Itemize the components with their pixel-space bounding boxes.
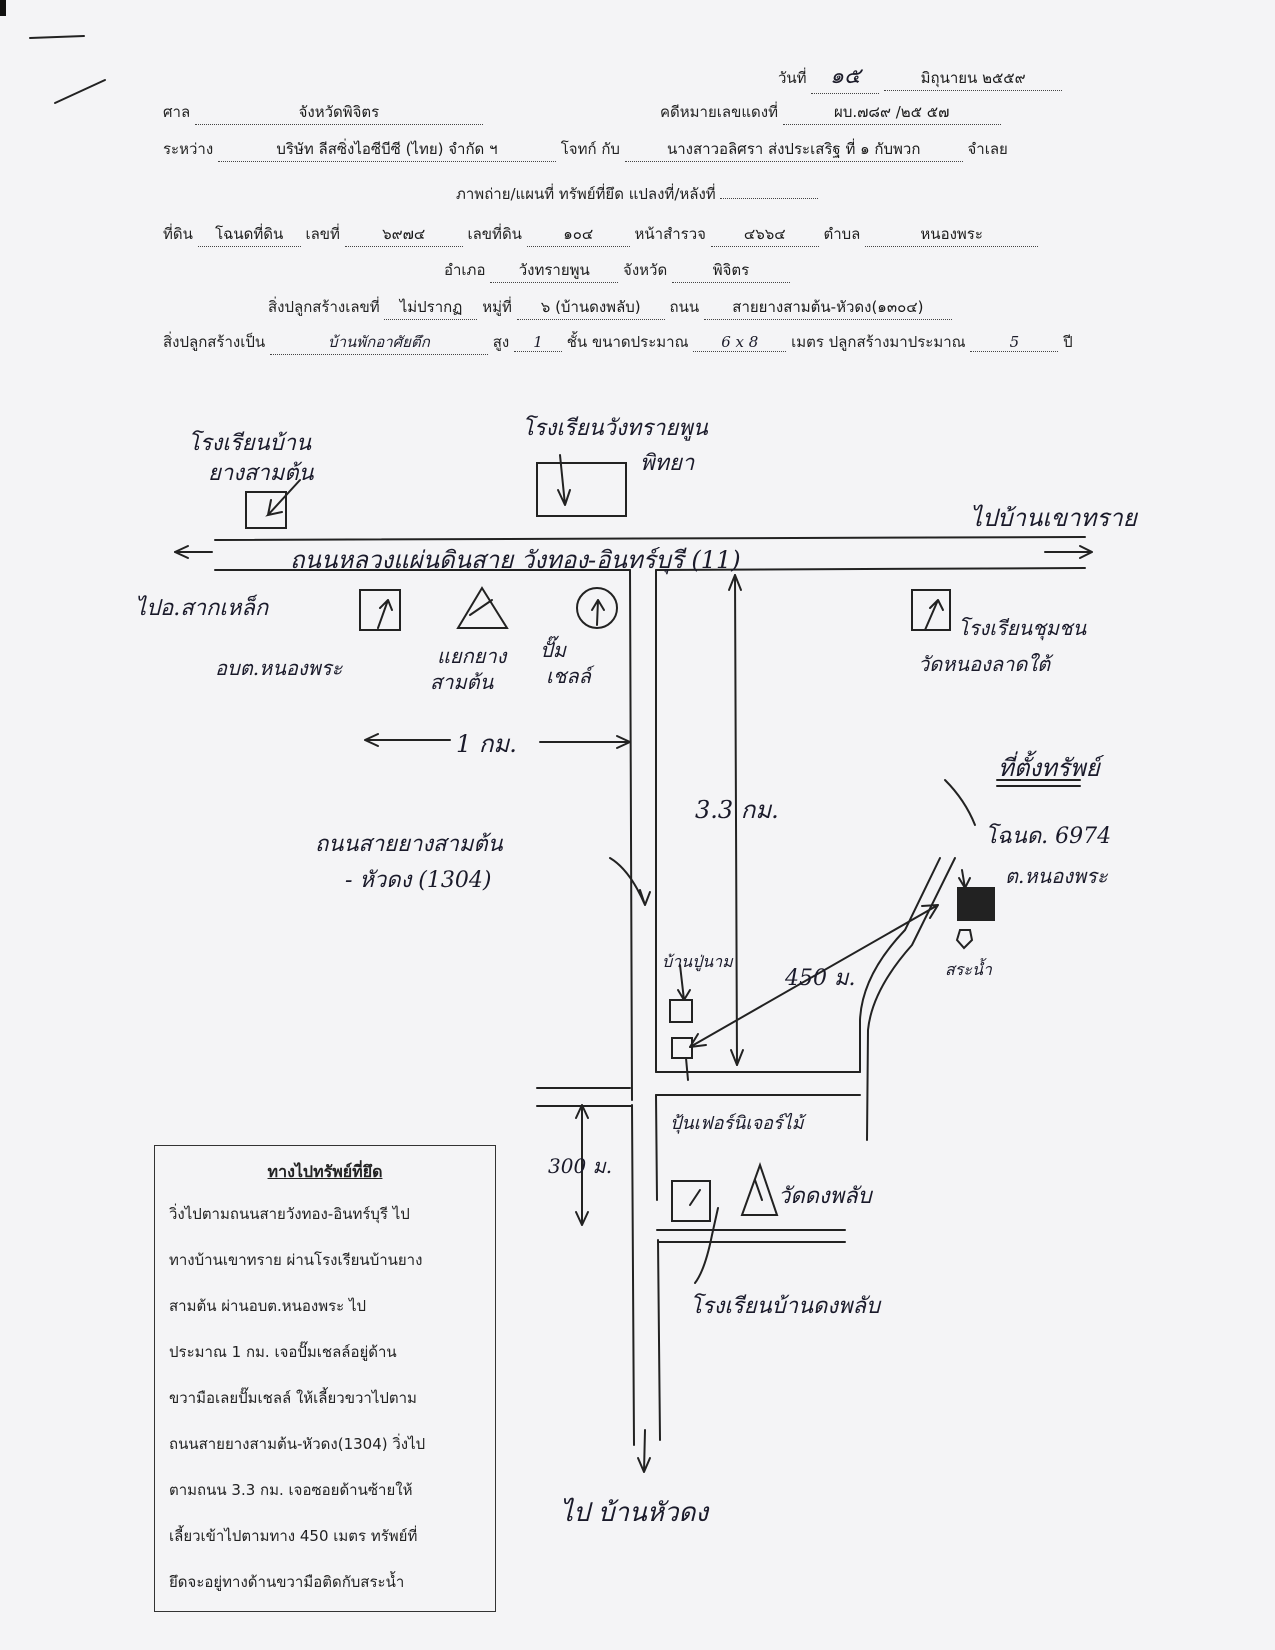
label-to-hua-dong: ไป บ้านหัวดง bbox=[560, 1498, 709, 1528]
dist-33km-line bbox=[734, 574, 738, 1066]
house-pu-nam-marker-2 bbox=[671, 1037, 693, 1059]
date-day: ๑๕ bbox=[811, 58, 880, 94]
directions-line: ทางบ้านเขาทราย ผ่านโรงเรียนบ้านยาง bbox=[169, 1251, 423, 1269]
label-seized-title: ที่ตั้งทรัพย์ bbox=[998, 754, 1100, 782]
label-school-chumchon-2: วัดหนองลาดใต้ bbox=[918, 652, 1051, 676]
plaintiff: บริษัท ลีสซิ่งไอซีบีซี (ไทย) จำกัด ฯ bbox=[217, 137, 556, 162]
directions-box: ทางไปทรัพย์ที่ยึด วิ่งไปตามถนนสายวังทอง-… bbox=[154, 1145, 496, 1612]
school-wang-sai-phun-marker bbox=[536, 462, 627, 517]
road-1304-pointer bbox=[609, 857, 651, 906]
label-school-wang-sai-phun: โรงเรียนวังทรายพูน bbox=[522, 416, 708, 441]
junction-triangle bbox=[456, 586, 509, 629]
temple-dong-phlap-triangle bbox=[740, 1161, 779, 1216]
case-row: คดีหมายเลขแดงที่ ผบ.๗๘๙ /๒๕ ๕๗ bbox=[660, 100, 1001, 125]
road-1304-left-lower bbox=[631, 1104, 635, 1446]
arrow-left-head bbox=[174, 545, 189, 559]
house-pu-nam-marker-1 bbox=[669, 999, 693, 1023]
school-chumchon-marker bbox=[911, 589, 951, 631]
parties-row: ระหว่าง บริษัท ลีสซิ่งไอซีบีซี (ไทย) จำก… bbox=[163, 137, 1008, 162]
directions-line: ถนนสายยางสามต้น-หัวดง(1304) วิ่งไป bbox=[169, 1435, 426, 1453]
directions-line: วิ่งไปตามถนนสายวังทอง-อินทร์บุรี ไป bbox=[169, 1205, 410, 1223]
court-value: จังหวัดพิจิตร bbox=[194, 100, 483, 125]
label-house-pu-nam: บ้านปู่นาม bbox=[662, 952, 733, 971]
building-type-row: สิ่งปลูกสร้างเป็น บ้านพักอาศัยตึก สูง 1 … bbox=[163, 330, 1073, 355]
margin-mark bbox=[54, 79, 106, 104]
directions-line: ยึดจะอยู่ทางด้านขวามือติดกับสระน้ำ bbox=[169, 1573, 405, 1591]
label-shell-pump: ปั๊ม bbox=[540, 638, 566, 662]
main-road-top-line bbox=[214, 536, 1086, 541]
school-yang-sam-ton-marker bbox=[245, 491, 287, 529]
label-shell-pump-2: เชลล์ bbox=[546, 664, 591, 688]
label-main-road: ถนนหลวงแผ่นดินสาย วังทอง-อินทร์บุรี (11) bbox=[290, 546, 741, 574]
label-sub-nong-phra: ต.หนองพระ bbox=[1005, 864, 1108, 888]
dist-33km-bottom bbox=[730, 1049, 744, 1066]
seized-property-marker bbox=[957, 887, 995, 921]
main-road-bottom-right bbox=[655, 567, 1086, 571]
label-dist-1km: 1 กม. bbox=[456, 730, 517, 758]
district-row: อำเภอ วังทรายพูน จังหวัด พิจิตร bbox=[444, 258, 790, 283]
label-road-1304-2: - หัวดง (1304) bbox=[345, 868, 492, 893]
road-1304-right-mid bbox=[655, 1094, 658, 1201]
directions-line: ตามถนน 3.3 กม. เจอซอยด้านซ้ายให้ bbox=[169, 1481, 413, 1499]
margin-mark bbox=[29, 35, 85, 39]
land-row: ที่ดิน โฉนดที่ดิน เลขที่ ๖๙๗๔ เลขที่ดิน … bbox=[163, 222, 1039, 247]
court-row: ศาล จังหวัดพิจิตร bbox=[163, 100, 483, 125]
label-school-wang-sai-phun-2: พิทยา bbox=[640, 451, 695, 476]
label-obt-nong-phra: อบต.หนองพระ bbox=[215, 656, 343, 680]
seized-title-pointer bbox=[944, 779, 976, 826]
label-school-yang-sam-ton: โรงเรียนบ้าน bbox=[188, 431, 311, 456]
road-1304-left-upper bbox=[629, 569, 633, 1101]
label-dist-33km: 3.3 กม. bbox=[695, 796, 779, 824]
dist-450m-line bbox=[689, 904, 939, 1048]
dist-33km-top bbox=[728, 574, 742, 591]
directions-line: เลี้ยวเข้าไปตามทาง 450 เมตร ทรัพย์ที่ bbox=[169, 1527, 418, 1545]
obt-nong-phra-marker bbox=[359, 589, 401, 631]
pond-marker bbox=[955, 929, 974, 950]
label-to-sak-lek: ไปอ.สากเหล็ก bbox=[135, 596, 269, 621]
date-month-year: มิถุนายน ๒๕๕๙ bbox=[884, 66, 1063, 91]
case-value: ผบ.๗๘๙ /๒๕ ๕๗ bbox=[782, 100, 1001, 125]
label-school-yang-sam-ton-2: ยางสามต้น bbox=[208, 461, 314, 486]
photo-title-row: ภาพถ่าย/แผนที่ ทรัพย์ที่ยึด แปลงที่/หลัง… bbox=[456, 182, 819, 206]
label-junction: แยกยาง bbox=[437, 644, 507, 668]
dist-1km-left bbox=[364, 733, 451, 747]
arrow-right bbox=[1044, 545, 1093, 559]
label-junction-2: สามต้น bbox=[430, 670, 494, 694]
dist-1km-right bbox=[539, 735, 631, 749]
soi-left-line bbox=[859, 857, 941, 1073]
road-1304-right-lower bbox=[657, 1239, 661, 1441]
deed-number: ๖๙๗๔ bbox=[344, 222, 463, 247]
school-dong-phlap-marker bbox=[671, 1180, 711, 1222]
defendant: นางสาวอลิศรา ส่งประเสริฐ ที่ ๑ กับพวก bbox=[624, 137, 963, 162]
shell-pump-marker bbox=[576, 587, 618, 629]
label-furniture: ปุ้นเฟอร์นิเจอร์ไม้ bbox=[670, 1113, 804, 1134]
directions-line: สามต้น ผ่านอบต.หนองพระ ไป bbox=[169, 1297, 367, 1315]
label-pond: สระน้ำ bbox=[945, 960, 992, 979]
label-school-chumchon: โรงเรียนชุมชน bbox=[958, 616, 1087, 640]
label-dist-450m: 450 ม. bbox=[785, 966, 856, 991]
building-row: สิ่งปลูกสร้างเลขที่ ไม่ปรากฏ หมู่ที่ ๖ (… bbox=[268, 295, 952, 320]
seized-title-underline bbox=[996, 779, 1081, 787]
label-temple-dong-phlap: วัดดงพลับ bbox=[778, 1184, 872, 1209]
label-school-dong-phlap: โรงเรียนบ้านดงพลับ bbox=[690, 1294, 880, 1319]
directions-line: ขวามือเลยปั๊มเชลล์ ให้เลี้ยวขวาไปตาม bbox=[169, 1389, 417, 1407]
label-deed-no: โฉนด. 6974 bbox=[985, 824, 1112, 849]
date-row: วันที่ ๑๕ มิถุนายน ๒๕๕๙ bbox=[778, 58, 1063, 94]
scan-edge-mark bbox=[0, 0, 6, 16]
soi-right-line bbox=[866, 857, 956, 1141]
dist-300m-line bbox=[575, 1104, 589, 1226]
arrow-down-hua-dong bbox=[637, 1429, 651, 1473]
directions-title: ทางไปทรัพย์ที่ยึด bbox=[267, 1162, 383, 1181]
label-road-1304: ถนนสายยางสามต้น bbox=[315, 832, 503, 857]
directions-line: ประมาณ 1 กม. เจอปั๊มเชลล์อยู่ด้าน bbox=[169, 1343, 397, 1361]
label-to-khao-sai: ไปบ้านเขาทราย bbox=[970, 504, 1137, 532]
label-dist-300m: 300 ม. bbox=[548, 1154, 613, 1178]
